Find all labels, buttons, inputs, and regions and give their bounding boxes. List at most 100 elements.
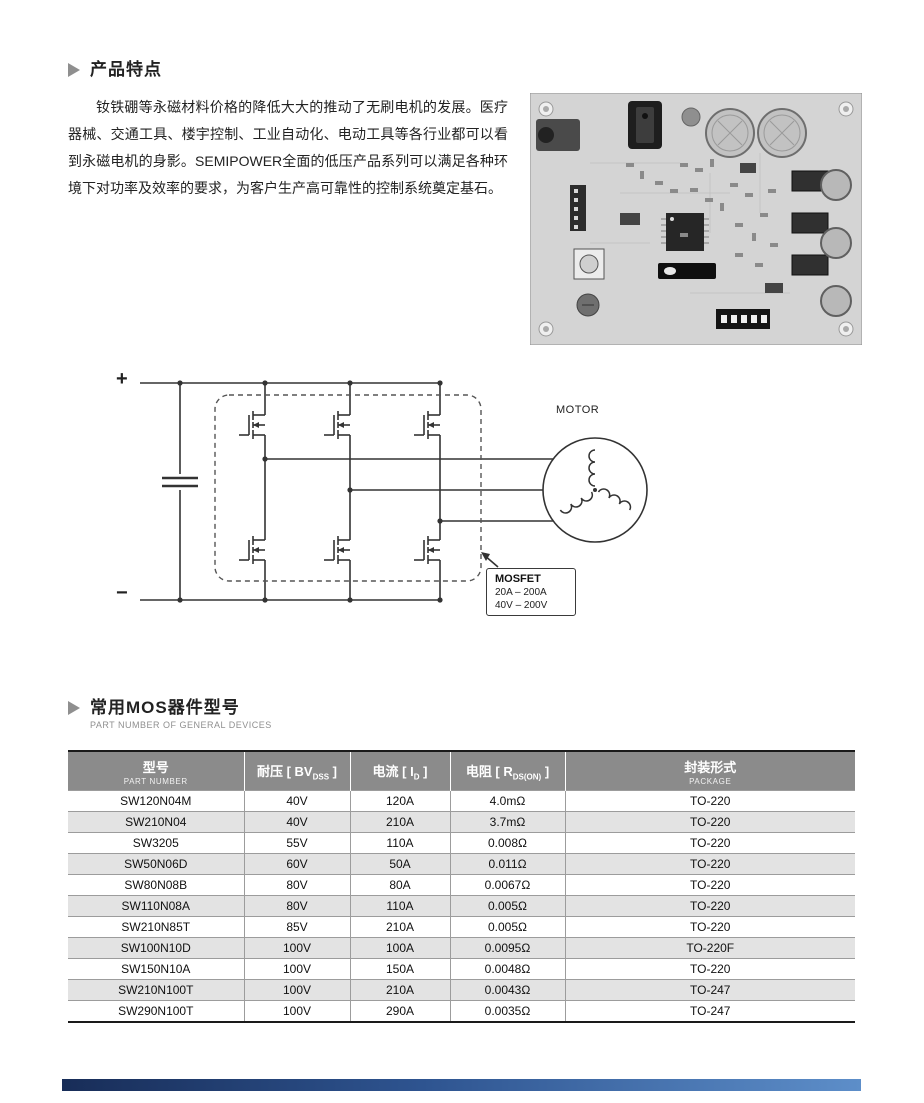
table-cell: 0.0048Ω bbox=[449, 958, 566, 980]
mosfet-symbols bbox=[238, 400, 441, 575]
table-cell: SW100N10D bbox=[68, 937, 245, 959]
table-cell: 4.0mΩ bbox=[449, 790, 566, 812]
table-cell: 100A bbox=[349, 937, 451, 959]
table-section-subtitle: PART NUMBER OF GENERAL DEVICES bbox=[90, 720, 272, 730]
table-cell: 100V bbox=[243, 979, 351, 1001]
table-cell: 80V bbox=[243, 874, 351, 896]
table-cell: TO-220 bbox=[564, 895, 855, 917]
table-cell: 210A bbox=[349, 916, 451, 938]
page-title: 产品特点 bbox=[90, 60, 162, 79]
power-jack bbox=[536, 119, 580, 151]
section-product-features-header: 产品特点 bbox=[68, 60, 162, 80]
table-cell: 0.0067Ω bbox=[449, 874, 566, 896]
table-cell: 210A bbox=[349, 979, 451, 1001]
pin-header bbox=[570, 185, 586, 231]
mos-device-table: 型号 PART NUMBER 耐压 [ BVDSS ] 电流 [ ID ] 电阻… bbox=[68, 750, 855, 1023]
col-header-current: 电流 [ ID ] bbox=[349, 751, 450, 791]
output-connectors bbox=[791, 169, 852, 317]
feature-paragraph: 钕铁硼等永磁材料价格的降低大大的推动了无刷电机的发展。医疗器械、交通工具、楼宇控… bbox=[68, 99, 508, 196]
callout-arrow bbox=[481, 552, 499, 568]
table-cell: TO-220 bbox=[564, 916, 855, 938]
table-cell: SW3205 bbox=[68, 832, 245, 854]
table-cell: 110A bbox=[349, 832, 451, 854]
mosfet-voltage-range: 40V – 200V bbox=[495, 600, 548, 611]
table-header-row: 型号 PART NUMBER 耐压 [ BVDSS ] 电流 [ ID ] 电阻… bbox=[68, 751, 855, 791]
mosfet-callout-box: MOSFET 20A – 200A 40V – 200V bbox=[486, 568, 576, 616]
pcb-board-graphic bbox=[529, 92, 863, 346]
table-cell: SW50N06D bbox=[68, 853, 245, 875]
table-cell: 50A bbox=[349, 853, 451, 875]
table-cell: TO-220 bbox=[564, 790, 855, 812]
dc-bus-wires bbox=[140, 382, 553, 601]
table-cell: 55V bbox=[243, 832, 351, 854]
table-section-title: 常用MOS器件型号 bbox=[90, 698, 240, 717]
table-cell: 210A bbox=[349, 811, 451, 833]
motor-symbol bbox=[542, 437, 648, 543]
table-cell: 120A bbox=[349, 790, 451, 812]
junction-dots bbox=[177, 380, 443, 603]
table-cell: 0.005Ω bbox=[449, 895, 566, 917]
table-cell: 100V bbox=[243, 1000, 351, 1023]
section-mos-parts-header: 常用MOS器件型号 PART NUMBER OF GENERAL DEVICES bbox=[68, 698, 272, 730]
triangle-bullet-icon bbox=[68, 701, 80, 715]
dc-plus-label: + bbox=[116, 368, 128, 390]
mounting-holes bbox=[538, 101, 854, 337]
table-cell: 3.7mΩ bbox=[449, 811, 566, 833]
table-cell: SW120N04M bbox=[68, 790, 245, 812]
table-cell: SW210N04 bbox=[68, 811, 245, 833]
table-cell: SW80N08B bbox=[68, 874, 245, 896]
dc-minus-label: − bbox=[116, 582, 128, 604]
col-header-voltage: 耐压 [ BVDSS ] bbox=[243, 751, 350, 791]
table-cell: TO-220 bbox=[564, 853, 855, 875]
table-cell: 40V bbox=[243, 811, 351, 833]
table-cell: 0.008Ω bbox=[449, 832, 566, 854]
logo-chip bbox=[658, 263, 716, 279]
col-header-resistance: 电阻 [ RDS(ON) ] bbox=[449, 751, 565, 791]
col-header-package: 封装形式 PACKAGE bbox=[564, 751, 855, 791]
table-cell: 85V bbox=[243, 916, 351, 938]
table-cell: 0.0035Ω bbox=[449, 1000, 566, 1023]
table-cell: SW110N08A bbox=[68, 895, 245, 917]
table-cell: SW150N10A bbox=[68, 958, 245, 980]
table-cell: SW290N100T bbox=[68, 1000, 245, 1023]
footer-gradient-bar bbox=[62, 1079, 861, 1091]
table-cell: 110A bbox=[349, 895, 451, 917]
table-cell: 100V bbox=[243, 937, 351, 959]
smd-components bbox=[620, 159, 783, 293]
table-cell: 0.0095Ω bbox=[449, 937, 566, 959]
mosfet-group-outline bbox=[214, 394, 482, 582]
dip-switch bbox=[716, 309, 770, 329]
table-cell: 40V bbox=[243, 790, 351, 812]
table-cell: SW210N100T bbox=[68, 979, 245, 1001]
table-cell: TO-220 bbox=[564, 874, 855, 896]
triangle-bullet-icon bbox=[68, 63, 80, 77]
rocker-switch bbox=[628, 101, 662, 149]
square-module bbox=[573, 248, 605, 317]
mcu-chip bbox=[661, 213, 709, 251]
table-cell: TO-247 bbox=[564, 1000, 855, 1023]
motor-label: MOTOR bbox=[556, 404, 600, 416]
mosfet-callout-title: MOSFET bbox=[495, 573, 541, 585]
bulk-capacitors bbox=[681, 107, 807, 158]
table-cell: TO-220 bbox=[564, 811, 855, 833]
inverter-circuit-diagram bbox=[88, 362, 658, 662]
table-cell: SW210N85T bbox=[68, 916, 245, 938]
table-cell: TO-220 bbox=[564, 832, 855, 854]
table-cell: 80V bbox=[243, 895, 351, 917]
table-cell: 80A bbox=[349, 874, 451, 896]
table-cell: 60V bbox=[243, 853, 351, 875]
table-cell: 150A bbox=[349, 958, 451, 980]
col-header-part-number: 型号 PART NUMBER bbox=[68, 751, 244, 791]
pcb-photo bbox=[529, 92, 863, 346]
